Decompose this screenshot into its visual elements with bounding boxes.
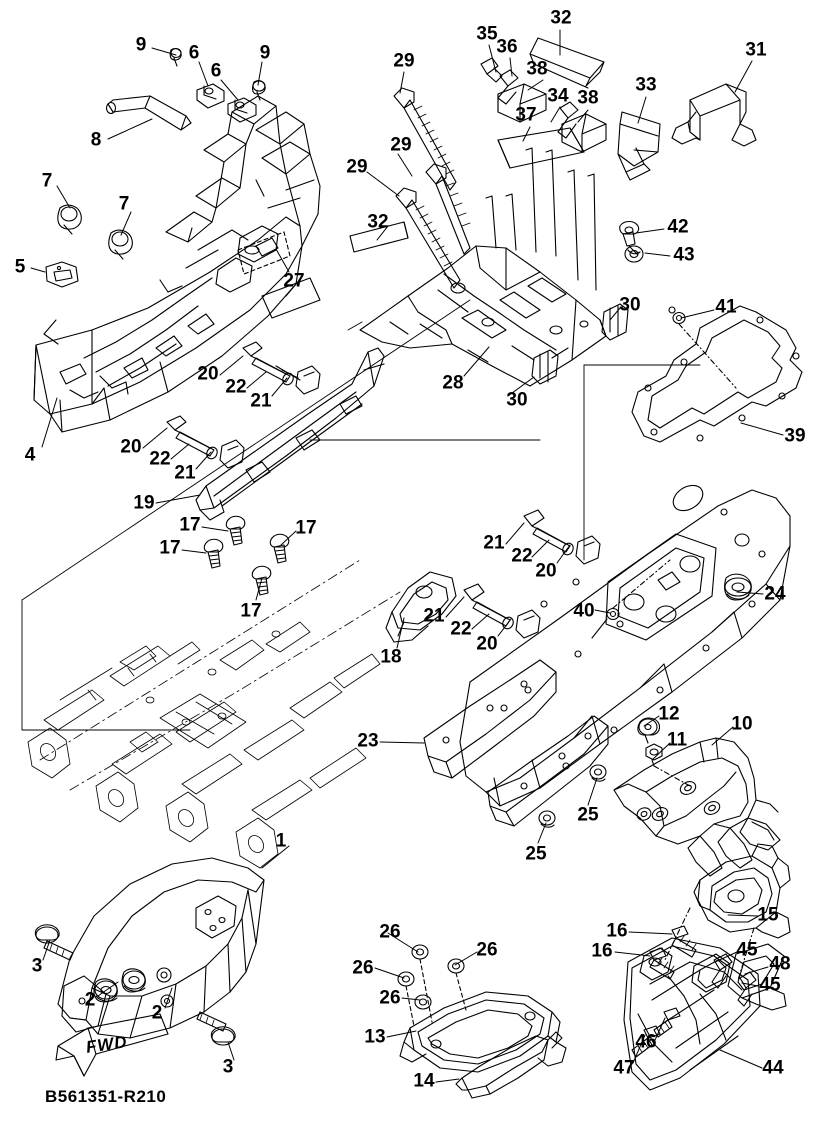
callout-number-38: 38 [526,58,548,80]
callout-number-22: 22 [225,376,247,398]
part-group-license-bracket [623,843,791,1091]
callout-number-20: 20 [476,633,498,655]
callout-number-44: 44 [762,1057,784,1079]
callout-number-37: 37 [515,104,537,126]
callout-number-21: 21 [174,462,196,484]
part-group-upper-left [33,47,321,433]
callout-number-42: 42 [667,216,689,238]
callout-number-21: 21 [423,605,445,627]
callout-number-7: 7 [41,170,53,192]
callout-number-7: 7 [118,193,130,215]
callout-number-11: 11 [666,729,688,751]
callout-number-29: 29 [390,134,412,156]
callout-number-34: 34 [547,85,569,107]
callout-number-26: 26 [352,957,374,979]
callout-number-21: 21 [250,390,272,412]
callout-number-17: 17 [159,537,181,559]
callout-number-26: 26 [476,939,498,961]
callout-number-20: 20 [197,363,219,385]
leader-lines [30,29,784,1083]
callout-number-14: 14 [413,1070,435,1092]
callout-number-17: 17 [295,517,317,539]
callout-number-25: 25 [525,843,547,865]
callout-number-13: 13 [364,1026,386,1048]
callout-number-45: 45 [736,939,758,961]
callout-number-3: 3 [222,1056,234,1078]
callout-number-4: 4 [24,444,36,466]
callout-number-35: 35 [476,23,498,45]
callout-number-19: 19 [133,492,155,514]
callout-number-41: 41 [715,296,737,318]
callout-number-16: 16 [591,940,613,962]
callout-number-25: 25 [577,804,599,826]
callout-number-30: 30 [506,389,528,411]
callout-number-38: 38 [577,87,599,109]
callout-number-32: 32 [550,7,572,29]
callout-number-1: 1 [275,830,287,852]
callout-number-6: 6 [188,42,200,64]
part-group-subframe-upper [166,341,385,596]
callout-number-9: 9 [135,34,147,56]
callout-number-33: 33 [635,74,657,96]
callout-number-20: 20 [535,560,557,582]
callout-number-26: 26 [379,921,401,943]
callout-number-31: 31 [745,39,767,61]
callout-number-29: 29 [346,156,368,178]
callout-number-18: 18 [380,646,402,668]
callout-number-26: 26 [379,987,401,1009]
part-group-tail-cowl [613,717,781,877]
callout-number-2: 2 [84,989,96,1011]
callout-number-32: 32 [367,211,389,233]
callout-number-3: 3 [31,955,43,977]
callout-number-27: 27 [283,270,305,292]
callout-number-10: 10 [731,713,753,735]
callout-number-24: 24 [764,583,786,605]
callout-number-6: 6 [210,60,222,82]
part-group-electrical-tray [349,87,644,387]
callout-number-8: 8 [90,129,102,151]
callout-number-15: 15 [757,904,779,926]
callout-number-21: 21 [483,532,505,554]
callout-number-43: 43 [673,244,695,266]
callout-number-22: 22 [511,545,533,567]
callout-number-17: 17 [240,600,262,622]
part-group-small-hardware [480,37,757,181]
callout-number-47: 47 [613,1057,635,1079]
part-group-front-fender [34,857,265,1077]
callout-number-45: 45 [759,974,781,996]
callout-number-9: 9 [259,42,271,64]
part-group-rear-frame [385,484,791,828]
callout-number-46: 46 [635,1031,657,1053]
callout-number-39: 39 [784,425,806,447]
part-code-label: B561351-R210 [45,1087,167,1106]
callout-number-30: 30 [619,294,641,316]
phantom-frame-outline [27,559,401,869]
callout-number-29: 29 [393,50,415,72]
callout-number-40: 40 [573,600,595,622]
callout-number-22: 22 [450,618,472,640]
callout-number-23: 23 [357,730,379,752]
callout-number-22: 22 [149,448,171,470]
callout-number-17: 17 [179,514,201,536]
callout-number-48: 48 [769,953,791,975]
callout-number-12: 12 [658,703,680,725]
part-group-plate-39 [631,305,803,443]
callout-number-5: 5 [14,256,26,278]
callout-number-28: 28 [442,372,464,394]
callout-number-16: 16 [606,920,628,942]
perspective-construction-lines [21,299,701,731]
callout-number-36: 36 [496,36,518,58]
callout-number-20: 20 [120,436,142,458]
part-group-rear-bracket [397,944,567,1099]
callout-number-2: 2 [151,1002,163,1024]
